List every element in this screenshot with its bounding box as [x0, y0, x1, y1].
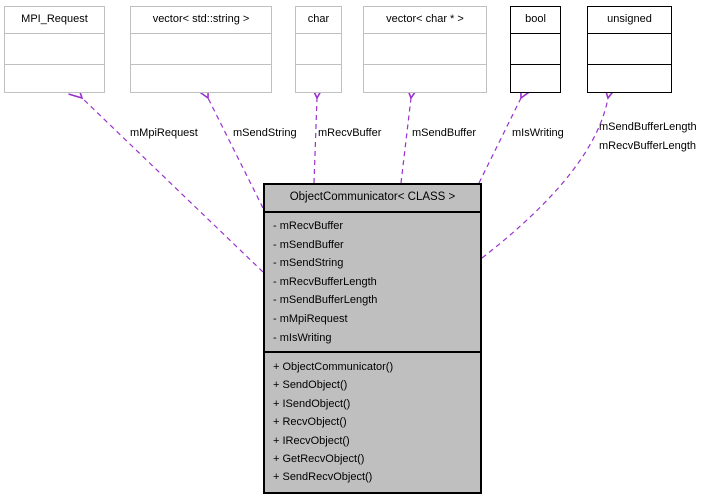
class-title: bool	[511, 7, 560, 34]
edge-mSendBuffer	[400, 98, 411, 184]
edge-mSendString	[208, 98, 264, 209]
empty-compartment	[364, 34, 486, 65]
empty-compartment	[131, 65, 271, 92]
method-item: + SendObject()	[273, 379, 348, 392]
empty-compartment	[296, 34, 341, 65]
empty-compartment	[511, 65, 560, 92]
class-title: vector< std::string >	[131, 7, 271, 34]
edge-mRecvBuffer	[314, 98, 317, 184]
attribute-item: - mSendString	[273, 257, 344, 270]
class-title: char	[296, 7, 341, 34]
edge-label-mIsWriting: mIsWriting	[512, 127, 564, 139]
edge-label-mSendString: mSendString	[233, 127, 297, 139]
method-item: + ISendObject()	[273, 397, 351, 410]
class-node-char[interactable]: char	[295, 6, 342, 93]
class-node-vector-string[interactable]: vector< std::string >	[130, 6, 272, 93]
class-title: MPI_Request	[5, 7, 104, 34]
edge-label-mSendBufferLength: mSendBufferLength	[599, 121, 697, 133]
class-title: vector< char * >	[364, 7, 486, 34]
attribute-item: - mIsWriting	[273, 331, 332, 344]
attributes-compartment: - mRecvBuffer - mSendBuffer - mSendStrin…	[265, 213, 480, 353]
empty-compartment	[5, 34, 104, 65]
empty-compartment	[364, 65, 486, 92]
class-title: unsigned	[588, 7, 671, 34]
attribute-item: - mRecvBuffer	[273, 220, 344, 232]
method-item: + ObjectCommunicator()	[273, 361, 394, 373]
edge-mIsWriting	[478, 98, 521, 184]
empty-compartment	[588, 65, 671, 92]
attribute-item: - mMpiRequest	[273, 312, 348, 325]
edge-label-mRecvBufferLength: mRecvBufferLength	[599, 140, 697, 152]
method-item: + IRecvObject()	[273, 434, 350, 447]
method-item: + RecvObject()	[273, 416, 347, 429]
attribute-item: - mSendBuffer	[273, 238, 344, 251]
class-node-object-communicator[interactable]: ObjectCommunicator< CLASS > - mRecvBuffe…	[263, 183, 482, 494]
edge-label-mSendBuffer: mSendBuffer	[412, 127, 477, 139]
empty-compartment	[131, 34, 271, 65]
class-node-vector-char-ptr[interactable]: vector< char * >	[363, 6, 487, 93]
class-node-mpi-request[interactable]: MPI_Request	[4, 6, 105, 93]
class-title: ObjectCommunicator< CLASS >	[265, 185, 480, 213]
edge-label-mMpiRequest: mMpiRequest	[130, 127, 198, 139]
class-node-unsigned[interactable]: unsigned	[587, 6, 672, 93]
method-item: + GetRecvObject()	[273, 453, 365, 466]
attribute-item: - mSendBufferLength	[273, 294, 378, 307]
empty-compartment	[5, 65, 104, 92]
class-node-bool[interactable]: bool	[510, 6, 561, 93]
attribute-item: - mRecvBufferLength	[273, 275, 377, 288]
edge-label-mRecvBuffer: mRecvBuffer	[318, 127, 382, 139]
edge-mMpiRequest	[82, 98, 264, 273]
edge-buffer-lengths	[481, 98, 608, 259]
empty-compartment	[588, 34, 671, 65]
empty-compartment	[296, 65, 341, 92]
methods-compartment: + ObjectCommunicator() + SendObject() + …	[265, 353, 480, 492]
empty-compartment	[511, 34, 560, 65]
method-item: + SendRecvObject()	[273, 471, 373, 484]
